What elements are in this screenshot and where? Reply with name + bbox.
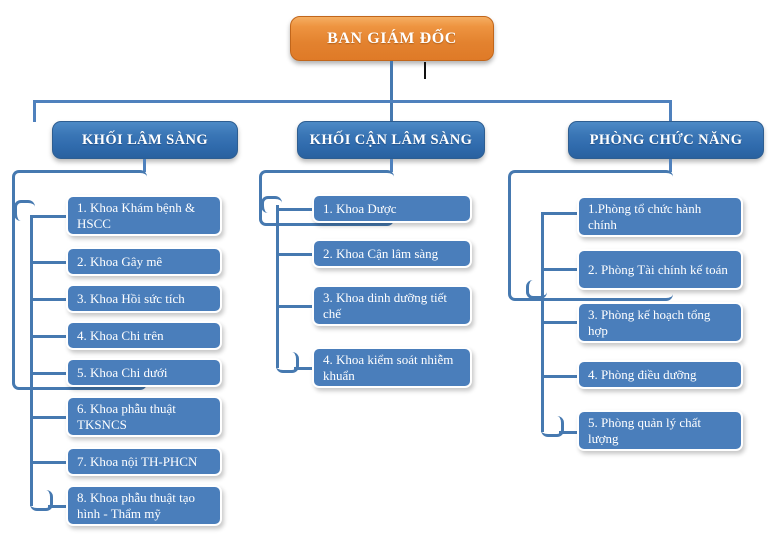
connector-c3-spine-join-elbow [526,280,547,299]
connector-c3-leaf-2 [541,268,577,271]
connector-c1-spine-bottom-elbow [30,490,53,511]
leaf-c1-7[interactable]: 7. Khoa nội TH-PHCN [66,447,222,476]
leaf-c2-1[interactable]: 1. Khoa Dược [312,194,472,223]
connector-c3-stem [669,159,672,172]
node-phong-chuc-nang[interactable]: PHÒNG CHỨC NĂNG [568,121,764,159]
leaf-c1-2[interactable]: 2. Khoa Gây mê [66,247,222,276]
leaf-c1-8-label: 8. Khoa phẫu thuật tạo hình - Thẩm mỹ [77,489,196,521]
connector-c3-leaf-3 [541,321,577,324]
connector-c1-leaf-3 [30,298,66,301]
leaf-c1-3[interactable]: 3. Khoa Hồi sức tích [66,284,222,313]
leaf-c1-1[interactable]: 1. Khoa Khám bệnh & HSCC [66,195,222,236]
connector-c3-outer-bracket [508,170,673,301]
branch-3-label: PHÒNG CHỨC NĂNG [589,131,743,148]
connector-c1-stem [143,159,146,172]
leaf-c1-7-label: 7. Khoa nội TH-PHCN [77,453,198,469]
connector-c3-leaf-4 [541,375,577,378]
leaf-c2-4[interactable]: 4. Khoa kiểm soát nhiễm khuẩn [312,347,472,388]
leaf-c1-5-label: 5. Khoa Chi dưới [77,364,168,380]
leaf-c1-1-label: 1. Khoa Khám bệnh & HSCC [77,199,196,231]
leaf-c2-3-label: 3. Khoa dinh dưỡng tiết chế [323,289,448,321]
leaf-c3-4[interactable]: 4. Phòng điều dưỡng [577,360,743,389]
leaf-c3-2[interactable]: 2. Phòng Tài chính kế toán [577,249,743,290]
connector-c2-leaf-4 [294,367,312,370]
connector-c1-outer-bracket [12,170,147,390]
connector-c1-leaf-2 [30,261,66,264]
leaf-c3-4-label: 4. Phòng điều dưỡng [588,366,697,382]
leaf-c1-5[interactable]: 5. Khoa Chi dưới [66,358,222,387]
leaf-c1-6[interactable]: 6. Khoa phẫu thuật TKSNCS [66,396,222,437]
leaf-c1-2-label: 2. Khoa Gây mê [77,253,163,269]
leaf-c1-4-label: 4. Khoa Chi trên [77,327,164,343]
leaf-c2-1-label: 1. Khoa Dược [323,200,397,216]
leaf-c1-3-label: 3. Khoa Hồi sức tích [77,290,185,306]
connector-c2-stem [390,159,393,172]
leaf-c1-8[interactable]: 8. Khoa phẫu thuật tạo hình - Thẩm mỹ [66,485,222,526]
connector-c1-leaf-7 [30,461,66,464]
leaf-c3-1-label: 1.Phòng tổ chức hành chính [588,200,702,232]
connector-c2-outer-bracket [259,170,394,226]
connector-root-stem [390,61,393,129]
connector-c3-leaf-1 [541,212,577,215]
node-root-label: BAN GIÁM ĐỐC [327,29,457,47]
connector-root-trunk [33,100,672,103]
connector-c1-leaf-1 [30,215,66,218]
leaf-c2-2[interactable]: 2. Khoa Cận lâm sàng [312,239,472,268]
text-caret-artifact [424,62,426,79]
branch-1-label: KHỐI LÂM SÀNG [81,131,209,148]
node-khoi-can-lam-sang[interactable]: KHỐI CẬN LÂM SÀNG [297,121,485,159]
connector-c1-leaf-8 [48,505,66,508]
connector-c2-spine-top-elbow [261,196,282,213]
connector-c2-leaf-3 [276,305,312,308]
connector-c2-leaf-1 [276,208,312,211]
connector-c3-leaf-5 [559,431,577,434]
connector-c1-leaf-4 [30,335,66,338]
leaf-c2-3[interactable]: 3. Khoa dinh dưỡng tiết chế [312,285,472,326]
leaf-c2-4-label: 4. Khoa kiểm soát nhiễm khuẩn [323,351,454,383]
connector-drop-branch-1 [33,100,36,122]
connector-c3-spine-bottom-elbow [541,416,564,437]
connector-c2-leaf-2 [276,253,312,256]
connector-drop-branch-3 [669,100,672,122]
leaf-c3-2-label: 2. Phòng Tài chính kế toán [588,261,728,277]
leaf-c3-1[interactable]: 1.Phòng tổ chức hành chính [577,196,743,237]
connector-c2-spine-bottom-elbow [276,352,299,373]
node-ban-giam-doc[interactable]: BAN GIÁM ĐỐC [290,16,494,61]
connector-c1-leaf-6 [30,416,66,419]
leaf-c1-6-label: 6. Khoa phẫu thuật TKSNCS [77,400,176,432]
leaf-c3-5-label: 5. Phòng quản lý chất lượng [588,414,702,446]
connector-c1-leaf-5 [30,372,66,375]
leaf-c3-5[interactable]: 5. Phòng quản lý chất lượng [577,410,743,451]
connector-c2-spine [276,205,279,368]
leaf-c3-3-label: 3. Phòng kế hoạch tổng hợp [588,306,711,338]
connector-c1-spine [30,216,33,506]
leaf-c1-4[interactable]: 4. Khoa Chi trên [66,321,222,350]
node-khoi-lam-sang[interactable]: KHỐI LÂM SÀNG [52,121,238,159]
leaf-c3-3[interactable]: 3. Phòng kế hoạch tổng hợp [577,302,743,343]
leaf-c2-2-label: 2. Khoa Cận lâm sàng [323,245,439,261]
branch-2-label: KHỐI CẬN LÂM SÀNG [309,131,473,148]
connector-c1-spine-top-elbow [14,200,35,221]
